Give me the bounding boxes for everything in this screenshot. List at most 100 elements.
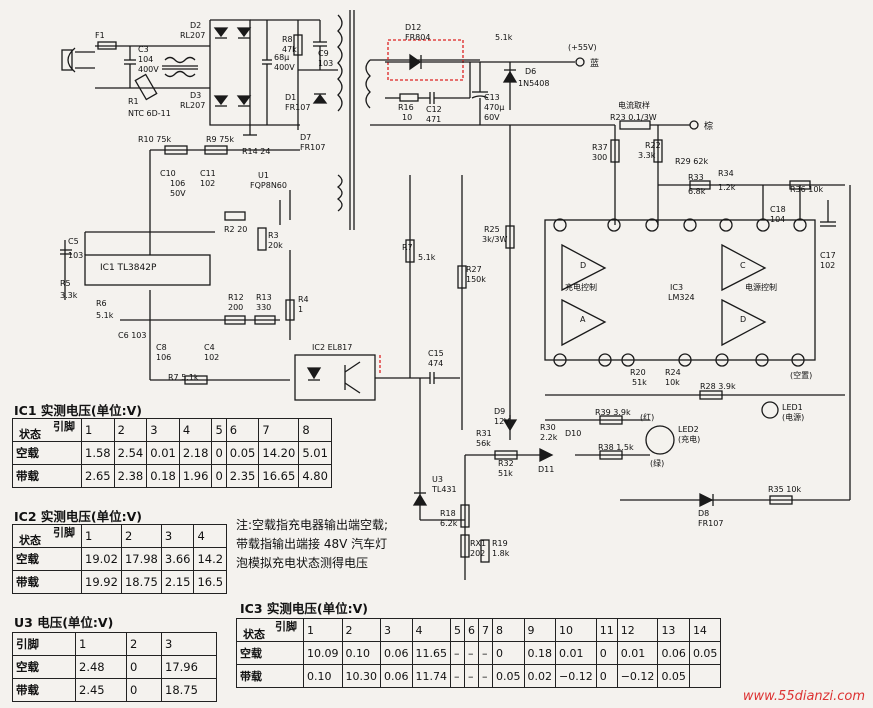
svg-text:D6: D6	[525, 67, 536, 76]
u3-table-title: U3 电压(单位:V)	[14, 615, 114, 630]
svg-text:D3: D3	[190, 91, 201, 100]
ic1-table-title: IC1 实测电压(单位:V)	[14, 403, 142, 418]
svg-text:C10: C10	[160, 169, 176, 178]
svg-text:R20: R20	[630, 368, 646, 377]
svg-text:R13: R13	[256, 293, 272, 302]
svg-text:R38 1.5k: R38 1.5k	[598, 443, 634, 452]
svg-text:150k: 150k	[466, 275, 486, 284]
svg-text:R7 5.1k: R7 5.1k	[168, 373, 199, 382]
svg-text:102: 102	[820, 261, 835, 270]
ac-plug	[61, 47, 95, 73]
svg-text:5.1k: 5.1k	[96, 311, 114, 320]
svg-text:330: 330	[256, 303, 271, 312]
svg-text:C3: C3	[138, 45, 149, 54]
ic2-optocoupler	[294, 175, 467, 430]
svg-text:R9 75k: R9 75k	[206, 135, 234, 144]
svg-text:10k: 10k	[665, 378, 680, 387]
svg-text:C15: C15	[428, 349, 444, 358]
svg-text:106: 106	[170, 179, 185, 188]
svg-text:1: 1	[298, 305, 303, 314]
svg-text:LM324: LM324	[668, 293, 695, 302]
ic3-lm324	[544, 180, 851, 508]
svg-text:106: 106	[156, 353, 171, 362]
svg-text:R22: R22	[645, 141, 661, 150]
svg-text:R4: R4	[298, 295, 309, 304]
svg-text:F1: F1	[95, 31, 105, 40]
svg-text:400V: 400V	[138, 65, 159, 74]
svg-text:R12: R12	[228, 293, 244, 302]
svg-text:D12: D12	[405, 23, 421, 32]
component-labels: F1 C3 104 400V R1 NTC 6D-11 D2 RL207 D3 …	[60, 21, 836, 558]
svg-text:R1: R1	[128, 97, 139, 106]
ic3-table-title: IC3 实测电压(单位:V)	[240, 601, 368, 616]
svg-text:D8: D8	[698, 509, 709, 518]
svg-text:电流取样: 电流取样	[618, 100, 650, 110]
svg-text:D10: D10	[565, 429, 581, 438]
ic2-table-title: IC2 实测电压(单位:V)	[14, 509, 142, 524]
svg-text:LED1: LED1	[782, 403, 803, 412]
svg-text:NTC 6D-11: NTC 6D-11	[128, 109, 171, 118]
svg-text:R39 3.9k: R39 3.9k	[595, 408, 631, 417]
svg-text:56k: 56k	[476, 439, 491, 448]
svg-text:20k: 20k	[268, 241, 283, 250]
svg-text:R3: R3	[268, 231, 279, 240]
svg-text:D11: D11	[538, 465, 554, 474]
svg-text:C: C	[740, 261, 746, 270]
svg-text:C9: C9	[318, 49, 329, 58]
svg-text:474: 474	[428, 359, 443, 368]
svg-text:1.2k: 1.2k	[718, 183, 736, 192]
svg-text:3.3k: 3.3k	[638, 151, 656, 160]
svg-text:51k: 51k	[632, 378, 647, 387]
svg-text:R30: R30	[540, 423, 556, 432]
svg-text:6.8k: 6.8k	[688, 187, 706, 196]
svg-text:471: 471	[426, 115, 441, 124]
svg-text:R19: R19	[492, 539, 508, 548]
svg-text:103: 103	[68, 251, 83, 260]
svg-text:棕: 棕	[704, 120, 713, 132]
svg-text:R23 0.1/3W: R23 0.1/3W	[610, 113, 657, 122]
svg-text:C6 103: C6 103	[118, 331, 147, 340]
svg-text:R37: R37	[592, 143, 608, 152]
svg-text:(充电): (充电)	[678, 434, 700, 444]
svg-text:蓝: 蓝	[590, 57, 599, 69]
svg-text:1N5408: 1N5408	[518, 79, 549, 88]
snubber-network	[293, 20, 338, 130]
svg-text:FR107: FR107	[698, 519, 723, 528]
svg-text:R7: R7	[402, 243, 413, 252]
input-filter	[95, 41, 210, 101]
svg-text:TL431: TL431	[431, 485, 457, 494]
transformer	[336, 10, 510, 230]
svg-text:R2 20: R2 20	[224, 225, 247, 234]
svg-text:C5: C5	[68, 237, 79, 246]
svg-text:102: 102	[200, 179, 215, 188]
svg-text:R27: R27	[466, 265, 482, 274]
svg-text:C18: C18	[770, 205, 786, 214]
svg-text:R14 24: R14 24	[242, 147, 270, 156]
svg-text:C17: C17	[820, 251, 836, 260]
svg-text:103: 103	[318, 59, 333, 68]
svg-text:R5: R5	[60, 279, 71, 288]
svg-text:C8: C8	[156, 343, 167, 352]
svg-text:3k/3W: 3k/3W	[482, 235, 508, 244]
svg-text:LED2: LED2	[678, 425, 699, 434]
svg-text:RL207: RL207	[180, 31, 205, 40]
watermark: www.55dianzi.com	[742, 689, 865, 704]
bridge-rectifier	[209, 19, 320, 136]
svg-text:1.8k: 1.8k	[492, 549, 510, 558]
svg-text:2.2k: 2.2k	[540, 433, 558, 442]
svg-text:IC3: IC3	[670, 283, 683, 292]
svg-text:R33: R33	[688, 173, 704, 182]
svg-text:102: 102	[204, 353, 219, 362]
svg-text:470μ: 470μ	[484, 103, 504, 112]
svg-text:12V: 12V	[494, 417, 510, 426]
svg-text:R24: R24	[665, 368, 681, 377]
svg-text:C11: C11	[200, 169, 216, 178]
svg-text:300: 300	[592, 153, 607, 162]
svg-text:C12: C12	[426, 105, 442, 114]
svg-text:R6: R6	[96, 299, 107, 308]
svg-text:3.3k: 3.3k	[60, 291, 78, 300]
svg-text:R32: R32	[498, 459, 514, 468]
svg-text:D9: D9	[494, 407, 505, 416]
